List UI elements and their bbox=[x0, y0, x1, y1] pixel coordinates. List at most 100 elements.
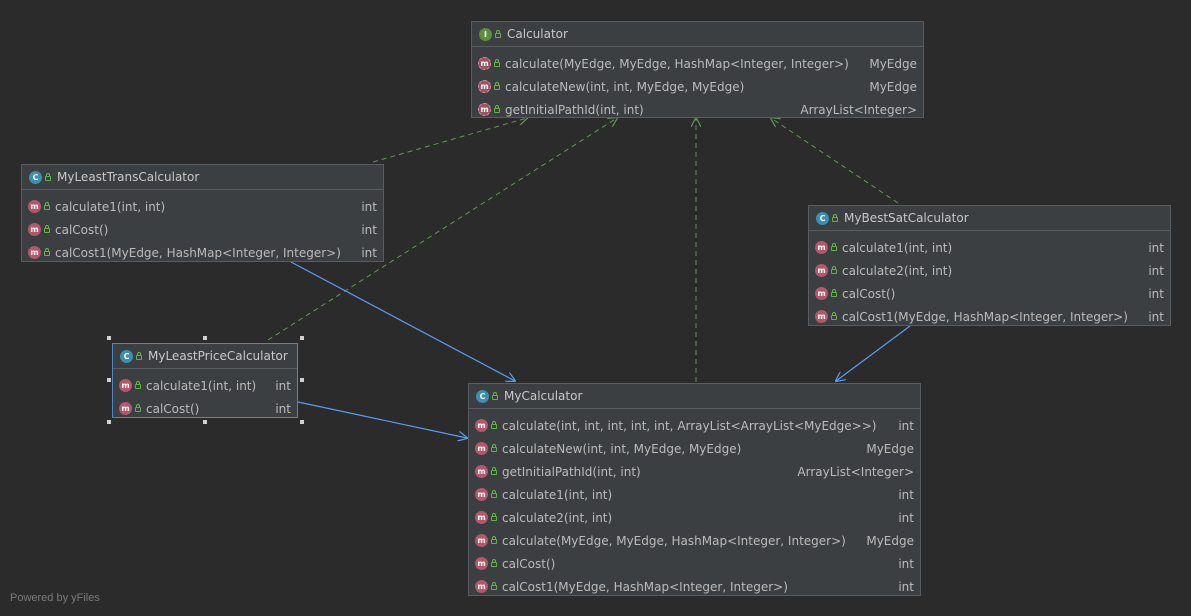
method-icon: m bbox=[475, 557, 488, 570]
member-return-type: int bbox=[898, 487, 914, 502]
public-access-icon bbox=[45, 172, 51, 181]
member-return-type: int bbox=[898, 556, 914, 571]
method-icon: m bbox=[119, 402, 132, 415]
edge-leastprice-to-mycalculator[interactable] bbox=[297, 401, 467, 438]
member-row[interactable]: m getInitialPathId(int, int) ArrayList<I… bbox=[472, 98, 923, 121]
node-title: MyLeastTransCalculator bbox=[57, 170, 200, 184]
public-access-icon bbox=[494, 105, 500, 113]
member-signature: calculate(MyEdge, MyEdge, HashMap<Intege… bbox=[502, 533, 846, 548]
member-row[interactable]: m calCost() int bbox=[113, 397, 297, 420]
member-row[interactable]: m calculateNew(int, int, MyEdge, MyEdge)… bbox=[472, 75, 923, 98]
public-access-icon bbox=[831, 312, 837, 320]
member-return-type: int bbox=[898, 510, 914, 525]
method-icon: m bbox=[28, 200, 41, 213]
member-row[interactable]: m calculate(MyEdge, MyEdge, HashMap<Inte… bbox=[469, 529, 920, 552]
node-header: I Calculator bbox=[472, 22, 923, 47]
resize-handle-w[interactable] bbox=[107, 378, 111, 382]
member-return-type: int bbox=[361, 245, 377, 260]
node-header: C MyLeastTransCalculator bbox=[22, 165, 383, 190]
public-access-icon bbox=[491, 582, 497, 590]
public-access-icon bbox=[491, 467, 497, 475]
member-return-type: int bbox=[898, 579, 914, 594]
public-access-icon bbox=[44, 248, 50, 256]
public-access-icon bbox=[494, 59, 500, 67]
method-icon: m bbox=[28, 246, 41, 259]
member-row[interactable]: m calculate1(int, int) int bbox=[809, 236, 1170, 259]
edge-leasttrans-to-mycalculator[interactable] bbox=[290, 261, 515, 381]
member-return-type: int bbox=[275, 378, 291, 393]
member-row[interactable]: m calCost1(MyEdge, HashMap<Integer, Inte… bbox=[22, 241, 383, 264]
member-row[interactable]: m calCost() int bbox=[22, 218, 383, 241]
member-signature: calCost() bbox=[502, 556, 556, 571]
node-my-least-price-calculator[interactable]: C MyLeastPriceCalculator m calculate1(in… bbox=[112, 343, 298, 418]
public-access-icon bbox=[492, 391, 498, 400]
member-row[interactable]: m calculate2(int, int) int bbox=[469, 506, 920, 529]
member-return-type: MyEdge bbox=[866, 533, 914, 548]
member-return-type: int bbox=[361, 222, 377, 237]
method-icon: m bbox=[815, 241, 828, 254]
method-icon: m bbox=[475, 534, 488, 547]
node-header: C MyLeastPriceCalculator bbox=[113, 344, 297, 369]
public-access-icon bbox=[44, 202, 50, 210]
resize-handle-ne[interactable] bbox=[300, 336, 304, 340]
node-calculator[interactable]: I Calculator m calculate(MyEdge, MyEdge,… bbox=[471, 21, 924, 118]
member-signature: calculateNew(int, int, MyEdge, MyEdge) bbox=[502, 441, 742, 456]
public-access-icon bbox=[831, 289, 837, 297]
member-return-type: int bbox=[898, 418, 914, 433]
node-header: C MyBestSatCalculator bbox=[809, 206, 1170, 231]
interface-icon: I bbox=[479, 27, 492, 41]
member-signature: calCost1(MyEdge, HashMap<Integer, Intege… bbox=[842, 309, 1128, 324]
node-my-least-trans-calculator[interactable]: C MyLeastTransCalculator m calculate1(in… bbox=[21, 164, 384, 262]
member-return-type: int bbox=[1148, 263, 1164, 278]
member-row[interactable]: m calculateNew(int, int, MyEdge, MyEdge)… bbox=[469, 437, 920, 460]
public-access-icon bbox=[491, 444, 497, 452]
member-signature: calCost() bbox=[146, 401, 200, 416]
member-signature: calCost1(MyEdge, HashMap<Integer, Intege… bbox=[55, 245, 341, 260]
public-access-icon bbox=[44, 225, 50, 233]
member-row[interactable]: m calCost1(MyEdge, HashMap<Integer, Inte… bbox=[809, 305, 1170, 328]
method-icon: m bbox=[815, 264, 828, 277]
edge-bestsat-to-mycalculator[interactable] bbox=[836, 325, 911, 381]
public-access-icon bbox=[495, 29, 501, 38]
edge-bestsat-implements-calculator[interactable] bbox=[771, 118, 899, 204]
method-icon: m bbox=[475, 580, 488, 593]
member-signature: calculate2(int, int) bbox=[502, 510, 613, 525]
member-row[interactable]: m calCost1(MyEdge, HashMap<Integer, Inte… bbox=[469, 575, 920, 598]
node-title: Calculator bbox=[507, 27, 568, 41]
member-row[interactable]: m calculate(MyEdge, MyEdge, HashMap<Inte… bbox=[472, 52, 923, 75]
member-row[interactable]: m calculate1(int, int) int bbox=[469, 483, 920, 506]
node-my-best-sat-calculator[interactable]: C MyBestSatCalculator m calculate1(int, … bbox=[808, 205, 1171, 326]
member-row[interactable]: m calculate(int, int, int, int, int, Arr… bbox=[469, 414, 920, 437]
member-return-type: int bbox=[1148, 240, 1164, 255]
edge-leasttrans-implements-calculator[interactable] bbox=[372, 118, 527, 163]
class-icon: C bbox=[29, 170, 42, 184]
public-access-icon bbox=[491, 536, 497, 544]
member-return-type: MyEdge bbox=[869, 56, 917, 71]
member-signature: calCost() bbox=[842, 286, 896, 301]
resize-handle-s[interactable] bbox=[203, 420, 207, 424]
node-title: MyCalculator bbox=[504, 389, 583, 403]
member-signature: calculate1(int, int) bbox=[55, 199, 166, 214]
edge-leastprice-implements-calculator[interactable] bbox=[267, 118, 617, 341]
member-return-type: MyEdge bbox=[866, 441, 914, 456]
member-row[interactable]: m calCost() int bbox=[809, 282, 1170, 305]
public-access-icon bbox=[136, 351, 142, 360]
member-row[interactable]: m calculate1(int, int) int bbox=[113, 374, 297, 397]
member-row[interactable]: m calCost() int bbox=[469, 552, 920, 575]
member-row[interactable]: m getInitialPathId(int, int) ArrayList<I… bbox=[469, 460, 920, 483]
member-row[interactable]: m calculate1(int, int) int bbox=[22, 195, 383, 218]
resize-handle-sw[interactable] bbox=[107, 420, 111, 424]
member-return-type: MyEdge bbox=[869, 79, 917, 94]
method-icon: m bbox=[475, 488, 488, 501]
powered-by-label: Powered by yFiles bbox=[10, 592, 100, 604]
resize-handle-e[interactable] bbox=[300, 378, 304, 382]
resize-handle-se[interactable] bbox=[300, 420, 304, 424]
resize-handle-nw[interactable] bbox=[107, 336, 111, 340]
member-row[interactable]: m calculate2(int, int) int bbox=[809, 259, 1170, 282]
public-access-icon bbox=[832, 213, 838, 222]
public-access-icon bbox=[494, 82, 500, 90]
resize-handle-n[interactable] bbox=[203, 336, 207, 340]
node-my-calculator[interactable]: C MyCalculator m calculate(int, int, int… bbox=[468, 383, 921, 596]
member-signature: calculate2(int, int) bbox=[842, 263, 953, 278]
